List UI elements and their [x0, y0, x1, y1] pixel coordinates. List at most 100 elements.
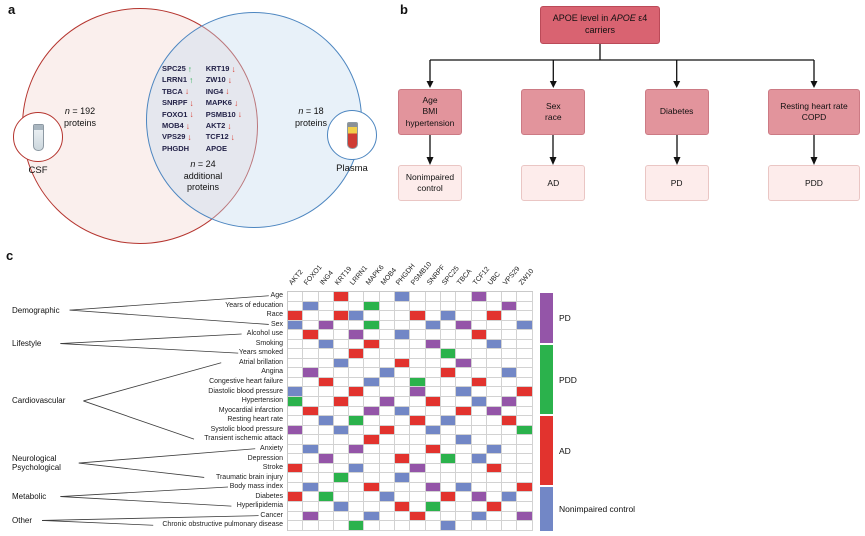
heatmap-cell-ad	[288, 311, 304, 321]
heatmap-cell-empty	[333, 454, 350, 464]
heatmap-cell-empty	[288, 435, 304, 445]
heatmap-row-label: Congestive heart failure	[209, 378, 283, 386]
heatmap-cell-ad	[349, 387, 365, 398]
heatmap-cell-empty	[303, 358, 319, 369]
heatmap-cell-empty	[425, 511, 441, 522]
heatmap-row-label: Smoking	[255, 339, 283, 347]
heatmap-cell-empty	[486, 425, 503, 436]
heatmap-row-label: Resting heart rate	[227, 416, 283, 424]
heatmap-cell-empty	[349, 397, 365, 407]
heatmap-cell-empty	[456, 463, 472, 474]
heatmap-row-label: Chronic obstructive pulmonary disease	[162, 521, 283, 529]
heatmap-cell-empty	[456, 444, 472, 455]
heatmap-cell-empty	[486, 368, 503, 378]
heatmap-cell-pd	[517, 511, 533, 522]
heatmap-cell-nonimpaired-control	[333, 425, 350, 436]
heatmap-cell-empty	[379, 416, 396, 426]
heatmap-cell-nonimpaired-control	[303, 444, 319, 455]
down-arrow-icon: ↓	[227, 120, 232, 131]
heatmap-cell-empty	[471, 425, 487, 436]
heatmap-cell-empty	[440, 435, 457, 445]
heatmap-cell-nonimpaired-control	[517, 320, 533, 331]
legend-swatch-ad: AD	[540, 416, 571, 485]
heatmap-cell-empty	[303, 416, 319, 426]
risk-factor-label: COPD	[801, 112, 827, 122]
heatmap-cell-empty	[425, 435, 441, 445]
plasma-circle	[146, 12, 362, 228]
heatmap-cell-nonimpaired-control	[395, 292, 411, 302]
heatmap-cell-empty	[349, 320, 365, 331]
heatmap-cell-nonimpaired-control	[456, 482, 472, 493]
heatmap-cell-empty	[410, 368, 426, 378]
heatmap-cell-empty	[517, 397, 533, 407]
heatmap-cell-ad	[333, 311, 350, 321]
heatmap-cell-empty	[440, 301, 457, 312]
heatmap-cell-empty	[517, 311, 533, 321]
heatmap-cell-empty	[379, 301, 396, 312]
flow-root-post: ε4 carriers	[584, 13, 648, 35]
risk-factor-label: Sex	[546, 100, 561, 111]
heatmap-cell-empty	[395, 444, 411, 455]
heatmap-row-label: Transient ischemic attack	[204, 435, 283, 443]
heatmap-cell-empty	[303, 435, 319, 445]
down-arrow-icon: ↓	[237, 109, 242, 120]
heatmap-cell-empty	[425, 473, 441, 483]
heatmap-cell-empty	[288, 416, 304, 426]
heatmap-cell-empty	[379, 454, 396, 464]
protein-akt2: AKT2↓	[206, 121, 242, 130]
shared-protein-column-right: KRT19↓ZW10↓ING4↓MAPK6↓PSMB10↓AKT2↓TCF12↓…	[206, 64, 242, 153]
heatmap-cell-pdd	[440, 454, 457, 464]
heatmap-cell-empty	[349, 454, 365, 464]
heatmap-cell-empty	[318, 311, 334, 321]
down-arrow-icon	[425, 135, 435, 165]
heatmap-cell-empty	[410, 521, 426, 531]
heatmap-cell-empty	[349, 435, 365, 445]
heatmap-cell-nonimpaired-control	[333, 502, 350, 512]
heatmap-cell-empty	[502, 387, 518, 398]
category-label-cardiovascular: Cardiovascular	[12, 396, 66, 406]
heatmap-cell-empty	[425, 463, 441, 474]
heatmap-cell-empty	[517, 463, 533, 474]
heatmap-cell-empty	[349, 406, 365, 417]
risk-factor-label: hypertension	[405, 117, 455, 128]
down-arrow-icon: ↓	[231, 63, 236, 74]
heatmap-cell-empty	[364, 473, 380, 483]
heatmap-cell-ad	[502, 416, 518, 426]
heatmap-cell-empty	[349, 301, 365, 312]
heatmap-cell-pd	[425, 482, 441, 493]
heatmap-cell-empty	[410, 320, 426, 331]
heatmap-cell-empty	[517, 339, 533, 350]
heatmap-cell-empty	[502, 330, 518, 340]
heatmap-cell-pd	[303, 511, 319, 522]
heatmap-cell-empty	[502, 320, 518, 331]
heatmap-cell-ad	[486, 502, 503, 512]
heatmap-cell-empty	[349, 292, 365, 302]
heatmap-cell-empty	[410, 358, 426, 369]
heatmap-cell-empty	[288, 444, 304, 455]
heatmap-row-label: Atrial brillation	[239, 358, 283, 366]
heatmap-cell-empty	[364, 387, 380, 398]
heatmap-cell-empty	[471, 358, 487, 369]
heatmap-cell-empty	[364, 425, 380, 436]
heatmap-cell-ad	[349, 349, 365, 359]
heatmap-cell-ad	[364, 339, 380, 350]
heatmap-cell-empty	[318, 387, 334, 398]
heatmap-cell-empty	[410, 473, 426, 483]
protein-name: PHGDH	[162, 143, 190, 153]
heatmap-cell-empty	[379, 511, 396, 522]
heatmap-cell-empty	[440, 358, 457, 369]
heatmap-cell-empty	[349, 502, 365, 512]
heatmap-cell-empty	[333, 444, 350, 455]
heatmap-cell-empty	[303, 397, 319, 407]
protein-krt19: KRT19↓	[206, 64, 242, 73]
category-label-lifestyle: Lifestyle	[12, 339, 42, 349]
heatmap-cell-empty	[410, 502, 426, 512]
heatmap-cell-empty	[486, 387, 503, 398]
heatmap-cell-empty	[379, 320, 396, 331]
heatmap-cell-empty	[303, 502, 319, 512]
heatmap-cell-empty	[364, 444, 380, 455]
heatmap-cell-empty	[318, 292, 334, 302]
